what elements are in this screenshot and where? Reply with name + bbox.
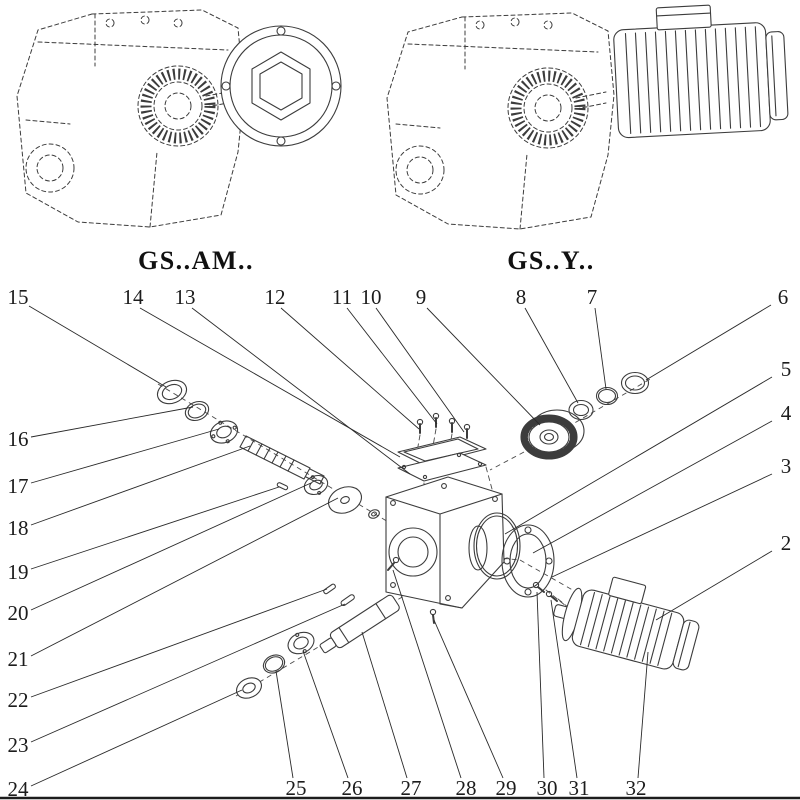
- leader-line-4: [532, 420, 773, 554]
- leader-line-11: [346, 307, 438, 425]
- callout-number-22: 22: [8, 688, 29, 712]
- callout-number-17: 17: [8, 474, 29, 498]
- motor-exploded: [553, 576, 700, 671]
- shaft-key-23: [340, 594, 355, 607]
- leader-line-8: [524, 307, 579, 404]
- callout-number-28: 28: [456, 776, 477, 800]
- snap-ring-25: [262, 654, 286, 674]
- leader-line-30: [536, 591, 545, 779]
- callout-number-24: 24: [8, 777, 30, 800]
- snap-ring-16: [184, 400, 210, 422]
- leader-line-23: [30, 603, 346, 743]
- leader-line-3: [551, 473, 773, 578]
- dowel-pin-19: [276, 482, 289, 491]
- motor-assembled: [613, 4, 789, 139]
- leader-line-25: [275, 670, 294, 779]
- callout-number-23: 23: [8, 733, 29, 757]
- bearing-20: [303, 474, 329, 496]
- callout-number-4: 4: [781, 401, 792, 425]
- callout-number-21: 21: [8, 647, 29, 671]
- spacer-ring-8: [568, 399, 594, 421]
- gearbox-gs-am-drawing: [16, 9, 342, 228]
- leader-line-12: [280, 307, 420, 430]
- variant-title-gs-y: GS..Y..: [507, 246, 595, 275]
- callout-number-9: 9: [416, 285, 427, 309]
- callout-number-16: 16: [8, 427, 29, 451]
- callout-number-29: 29: [496, 776, 517, 800]
- leader-line-14: [139, 307, 401, 458]
- callout-number-31: 31: [569, 776, 590, 800]
- callout-number-11: 11: [332, 285, 352, 309]
- callout-number-30: 30: [537, 776, 558, 800]
- leader-line-17: [30, 428, 220, 484]
- leader-line-28: [392, 569, 462, 779]
- callout-number-12: 12: [265, 285, 286, 309]
- callout-number-5: 5: [781, 357, 792, 381]
- output-flange: [220, 25, 342, 147]
- cover-plate: [397, 436, 487, 466]
- leader-line-19: [30, 486, 280, 570]
- callout-number-20: 20: [8, 601, 29, 625]
- callout-number-10: 10: [361, 285, 382, 309]
- leader-line-26: [302, 650, 349, 779]
- housing-screws: [387, 556, 437, 624]
- leader-line-10: [375, 307, 465, 433]
- adapter-flange-4: [501, 524, 555, 598]
- callout-number-26: 26: [342, 776, 363, 800]
- callout-number-3: 3: [781, 454, 792, 478]
- callout-number-6: 6: [778, 285, 789, 309]
- leader-line-21: [30, 497, 339, 657]
- leader-line-13: [191, 307, 411, 475]
- leader-line-24: [30, 689, 243, 787]
- bearing-17: [209, 420, 239, 444]
- worm-gear-disc-21: [328, 486, 362, 514]
- dowel-pin-22: [323, 583, 336, 595]
- callout-number-2: 2: [781, 531, 792, 555]
- leader-line-5: [504, 376, 773, 535]
- washer-24: [236, 677, 262, 699]
- leader-line-7: [594, 307, 607, 390]
- gasket-oring-5: [473, 512, 521, 580]
- bearing-26: [287, 631, 315, 655]
- leader-line-16: [30, 406, 194, 438]
- gearbox-gs-y-drawing: [386, 4, 789, 230]
- helical-gear-9: [520, 409, 585, 460]
- leader-line-18: [30, 445, 251, 526]
- callout-number-13: 13: [175, 285, 196, 309]
- worm-bore-hatch-2: [510, 70, 586, 146]
- variant-title-gs-am: GS..AM..: [138, 246, 254, 275]
- leader-line-15: [28, 305, 167, 388]
- seal-ring-15: [156, 379, 188, 405]
- leader-line-32: [637, 651, 649, 779]
- callout-number-8: 8: [516, 285, 527, 309]
- leader-line-9: [426, 307, 541, 426]
- spacer-22: [368, 509, 380, 519]
- mounting-screws: [532, 581, 575, 613]
- leader-line-27: [361, 631, 408, 779]
- leader-line-6: [645, 304, 772, 381]
- worm-bore-hatch: [140, 68, 216, 144]
- leader-line-29: [433, 619, 504, 779]
- callout-number-32: 32: [626, 776, 647, 800]
- exploded-view: [156, 371, 700, 699]
- leader-line-22: [30, 588, 328, 698]
- callout-number-19: 19: [8, 560, 29, 584]
- output-shaft-27: [319, 594, 400, 654]
- callout-number-14: 14: [123, 285, 145, 309]
- leader-line-2: [655, 550, 773, 621]
- snap-ring-7: [595, 386, 619, 406]
- gear-housing: [385, 476, 505, 609]
- seal-ring-6: [620, 371, 650, 395]
- callout-number-18: 18: [8, 516, 29, 540]
- callout-number-7: 7: [587, 285, 598, 309]
- callout-number-15: 15: [8, 285, 29, 309]
- leader-line-20: [30, 482, 312, 611]
- callout-number-25: 25: [286, 776, 307, 800]
- leader-line-31: [550, 599, 578, 779]
- callout-number-27: 27: [401, 776, 422, 800]
- worm-shaft-18: [239, 435, 325, 485]
